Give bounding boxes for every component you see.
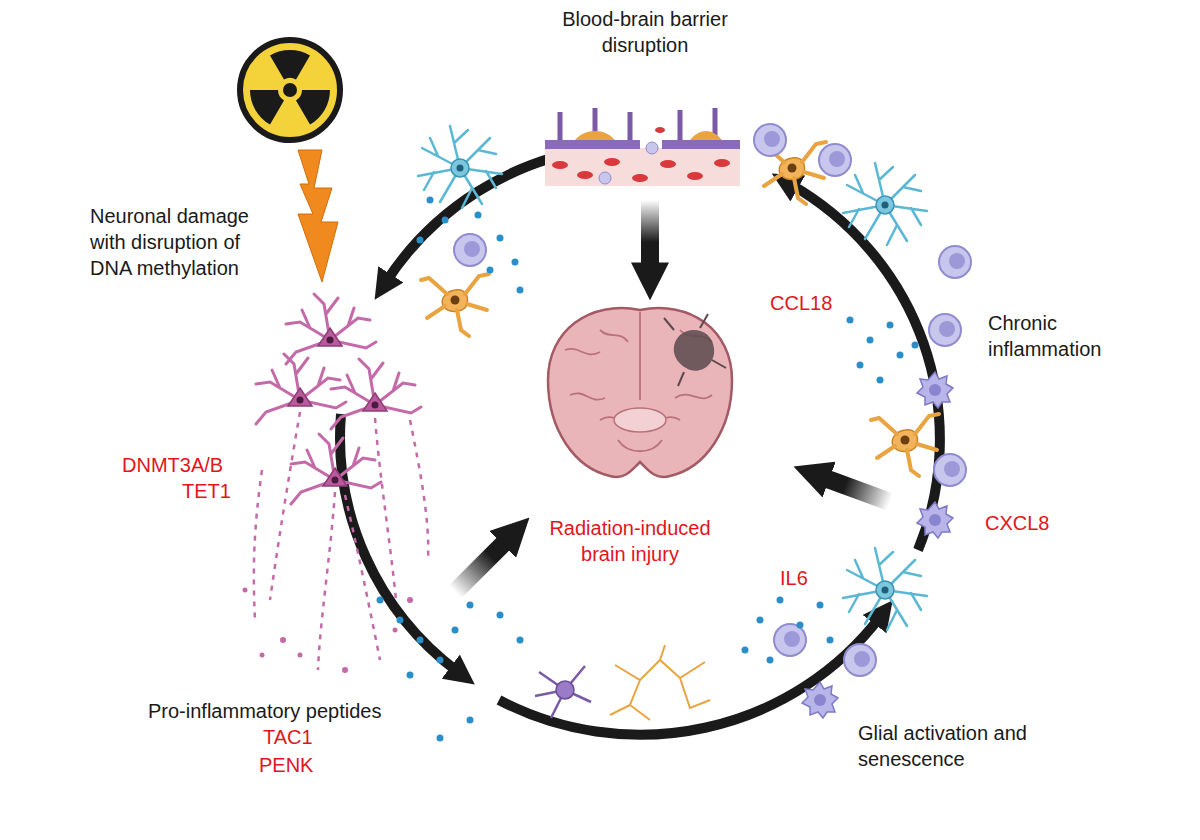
lesion-spread bbox=[664, 314, 726, 386]
fragment-dots bbox=[243, 588, 414, 674]
gene-label: CXCL8 bbox=[985, 510, 1049, 536]
stage-label: Neuronal damage with disruption of DNA m… bbox=[90, 203, 280, 281]
red-cells bbox=[552, 127, 730, 182]
pericytes bbox=[575, 131, 722, 140]
oligodendrocyte bbox=[535, 666, 591, 718]
endothelium bbox=[662, 140, 740, 149]
gene-label: IL6 bbox=[780, 565, 808, 591]
gene-label: TAC1 bbox=[263, 724, 313, 750]
blood-brain-barrier bbox=[545, 108, 740, 186]
inward-arrows bbox=[455, 200, 890, 592]
cycle-arc bbox=[499, 617, 880, 735]
stage-label: Chronic inflammation bbox=[988, 310, 1138, 362]
inward-arrow bbox=[455, 539, 508, 592]
endothelium bbox=[545, 140, 640, 149]
inward-arrow bbox=[641, 200, 659, 270]
damaged-neurons bbox=[243, 294, 429, 673]
axon-fragments bbox=[254, 412, 428, 670]
lesion bbox=[674, 330, 714, 371]
glia-and-immune-cells bbox=[418, 124, 971, 720]
ventricle bbox=[614, 408, 666, 432]
gene-label: CCL18 bbox=[770, 290, 832, 316]
gene-label: TET1 bbox=[182, 478, 231, 504]
cycle-arrows bbox=[340, 148, 940, 735]
stage-label: Blood-brain barrier disruption bbox=[545, 6, 745, 58]
vessel-lumen bbox=[545, 148, 740, 186]
brain bbox=[548, 308, 732, 477]
gene-label: PENK bbox=[259, 752, 313, 778]
stage-label: Glial activation and senescence bbox=[858, 720, 1038, 772]
gene-label: DNMT3A/B bbox=[122, 452, 223, 478]
lightning-bolt bbox=[298, 150, 338, 282]
leukocyte bbox=[599, 172, 611, 184]
cytokine-dots bbox=[377, 197, 919, 742]
brain-outline bbox=[548, 308, 732, 477]
stage-label: Pro-inflammatory peptides bbox=[148, 698, 468, 724]
outcome-label: Radiation-induced brain injury bbox=[530, 515, 730, 567]
leukocyte bbox=[646, 142, 658, 154]
ramified-microglia bbox=[610, 645, 710, 720]
inward-arrow bbox=[822, 477, 890, 502]
radiation-symbol bbox=[240, 40, 340, 140]
